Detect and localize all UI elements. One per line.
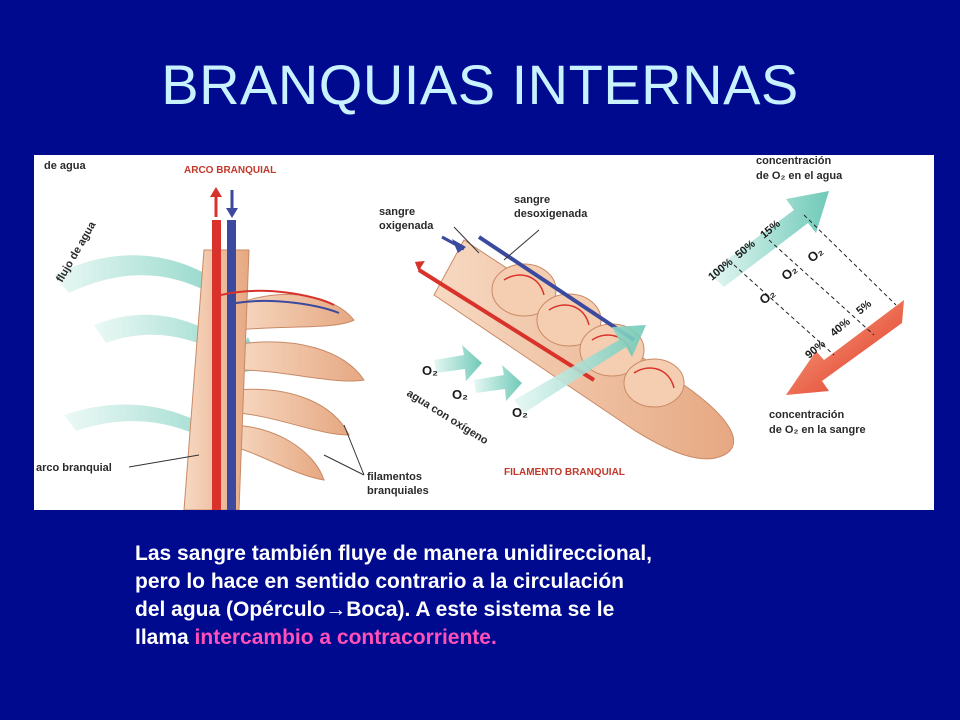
slide-title: BRANQUIAS INTERNAS <box>161 53 799 116</box>
label-deoxygenated-1: sangre <box>514 194 550 206</box>
o2-label: O₂ <box>804 243 826 265</box>
label-water-top: de agua <box>44 160 86 172</box>
o2-label: O₂ <box>756 285 778 307</box>
label-branchial-filament: FILAMENTO BRANQUIAL <box>504 467 625 478</box>
caption-line: del agua (Opérculo→Boca). A este sistema… <box>135 598 615 621</box>
caption-line: llama <box>135 626 195 649</box>
gill-illustration: de agua ARCO BRANQUIAL flujo de agua arc… <box>36 155 904 510</box>
artery-vessel <box>212 220 221 510</box>
label-filaments-2: branquiales <box>367 485 429 497</box>
gill-diagram: de agua ARCO BRANQUIAL flujo de agua arc… <box>34 155 934 510</box>
branchial-arch-panel <box>54 187 365 510</box>
label-deoxygenated-2: desoxigenada <box>514 208 588 220</box>
countercurrent-panel <box>709 191 904 395</box>
caption-line: pero lo hace en sentido contrario a la c… <box>135 570 624 593</box>
water-flow-arrow <box>64 404 242 457</box>
water-flow-arrow <box>94 314 262 375</box>
o2-label: O₂ <box>452 387 468 402</box>
label-oxygenated-2: oxigenada <box>379 220 434 232</box>
vein-vessel <box>227 220 236 510</box>
o2-label: O₂ <box>422 363 438 378</box>
deoxygenated-vessel <box>477 235 636 342</box>
label-water-oxygen: agua con oxígeno <box>404 387 490 447</box>
caption-line: Las sangre también fluye de manera unidi… <box>135 542 653 565</box>
caption-highlight: intercambio a contracorriente. <box>194 626 497 649</box>
label-arch-lower: arco branquial <box>36 462 112 474</box>
label-conc-blood-1: concentración <box>769 409 844 421</box>
slide-caption: Las sangre también fluye de manera unidi… <box>135 540 835 652</box>
branchial-filament-panel <box>414 226 734 460</box>
blood-concentration-arrow <box>786 300 904 395</box>
label-branchial-arch: ARCO BRANQUIAL <box>184 165 276 176</box>
water-flow-arrow <box>54 255 249 313</box>
label-filaments-1: filamentos <box>367 471 422 483</box>
label-oxygenated-1: sangre <box>379 206 415 218</box>
label-conc-water-1: concentración <box>756 155 831 167</box>
water-concentration-arrow <box>709 191 829 287</box>
o2-label: O₂ <box>512 405 528 420</box>
label-conc-blood-2: de O₂ en la sangre <box>769 424 866 436</box>
blood-pct-3: 5% <box>854 298 874 318</box>
blood-pct-2: 40% <box>828 316 853 339</box>
label-conc-water-2: de O₂ en el agua <box>756 170 843 182</box>
oxygenated-vessel <box>417 268 596 382</box>
